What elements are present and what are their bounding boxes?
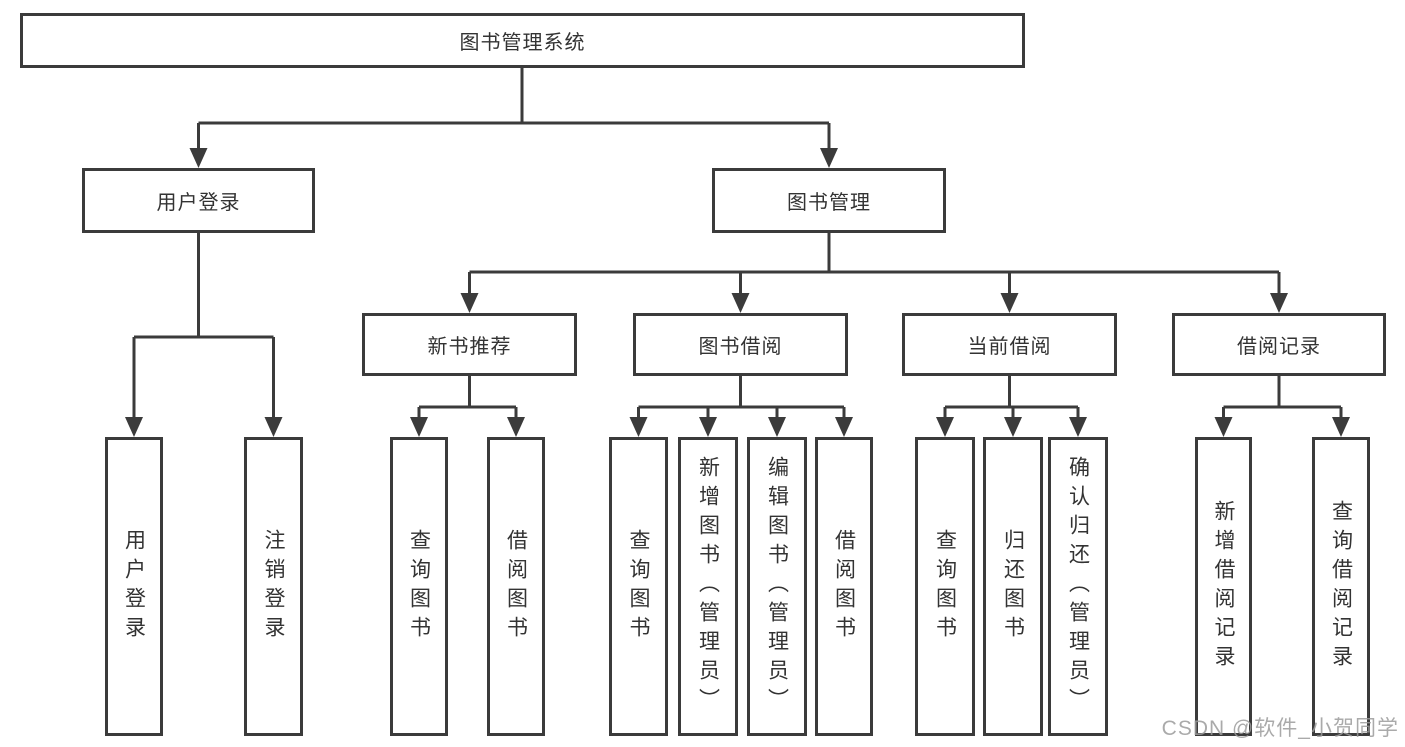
arrowhead [629,417,648,437]
connector-line [417,376,518,419]
leaf-rec-query-book: 查询图书 [390,437,448,736]
arrowhead [264,417,283,437]
connector-line [197,68,831,150]
leaf-cb-confirm-return-admin: 确认归还（管理员） [1048,437,1108,736]
arrowhead [1270,293,1288,313]
connector-line [468,232,1281,295]
arrowhead [460,293,479,313]
connector-line [943,376,1080,419]
leaf-user-login: 用户登录 [105,437,163,736]
leaf-logout: 注销登录 [244,437,303,736]
connector-line [1222,376,1343,419]
connector-borrow-record-children [1214,376,1350,437]
node-new-book-recommend: 新书推荐 [362,313,577,376]
arrowhead [125,417,143,437]
leaf-bb-add-book-admin: 新增图书（管理员） [678,437,738,736]
leaf-br-add-record: 新增借阅记录 [1195,437,1252,736]
leaf-rec-borrow-book: 借阅图书 [487,437,545,736]
node-book-mgmt: 图书管理 [712,168,946,233]
node-user-login: 用户登录 [82,168,315,233]
arrowhead [768,417,786,437]
arrowhead [835,417,853,437]
leaf-cb-return-book: 归还图书 [983,437,1043,736]
arrowhead [507,417,525,437]
connector-current-borrow-children [936,376,1087,437]
connector-new-book-rec-children [410,376,525,437]
leaf-bb-query-book: 查询图书 [609,437,668,736]
leaf-bb-edit-book-admin: 编辑图书（管理员） [747,437,807,736]
node-current-borrow: 当前借阅 [902,313,1117,376]
node-borrow-records: 借阅记录 [1172,313,1386,376]
connector-book-mgmt-children [460,232,1288,313]
node-root: 图书管理系统 [20,13,1025,68]
connector-line [637,376,846,419]
arrowhead [189,148,208,168]
arrowhead [410,417,428,437]
arrowhead [731,293,750,313]
connector-root-to-level2 [189,68,838,168]
connector-user-login-children [125,232,283,437]
arrowhead [936,417,954,437]
arrowhead [1214,417,1233,437]
arrowhead [1069,417,1087,437]
leaf-cb-query-book: 查询图书 [915,437,975,736]
leaf-bb-borrow-book: 借阅图书 [815,437,873,736]
node-book-borrow: 图书借阅 [633,313,848,376]
leaf-br-query-record: 查询借阅记录 [1312,437,1370,736]
csdn-watermark: CSDN @软件_小贺同学 [1161,717,1399,740]
arrowhead [1004,417,1022,437]
arrowhead [699,417,717,437]
arrowhead [1332,417,1350,437]
connector-book-borrow-children [629,376,853,437]
arrowhead [820,148,838,168]
arrowhead [1000,293,1019,313]
connector-line [132,232,275,419]
